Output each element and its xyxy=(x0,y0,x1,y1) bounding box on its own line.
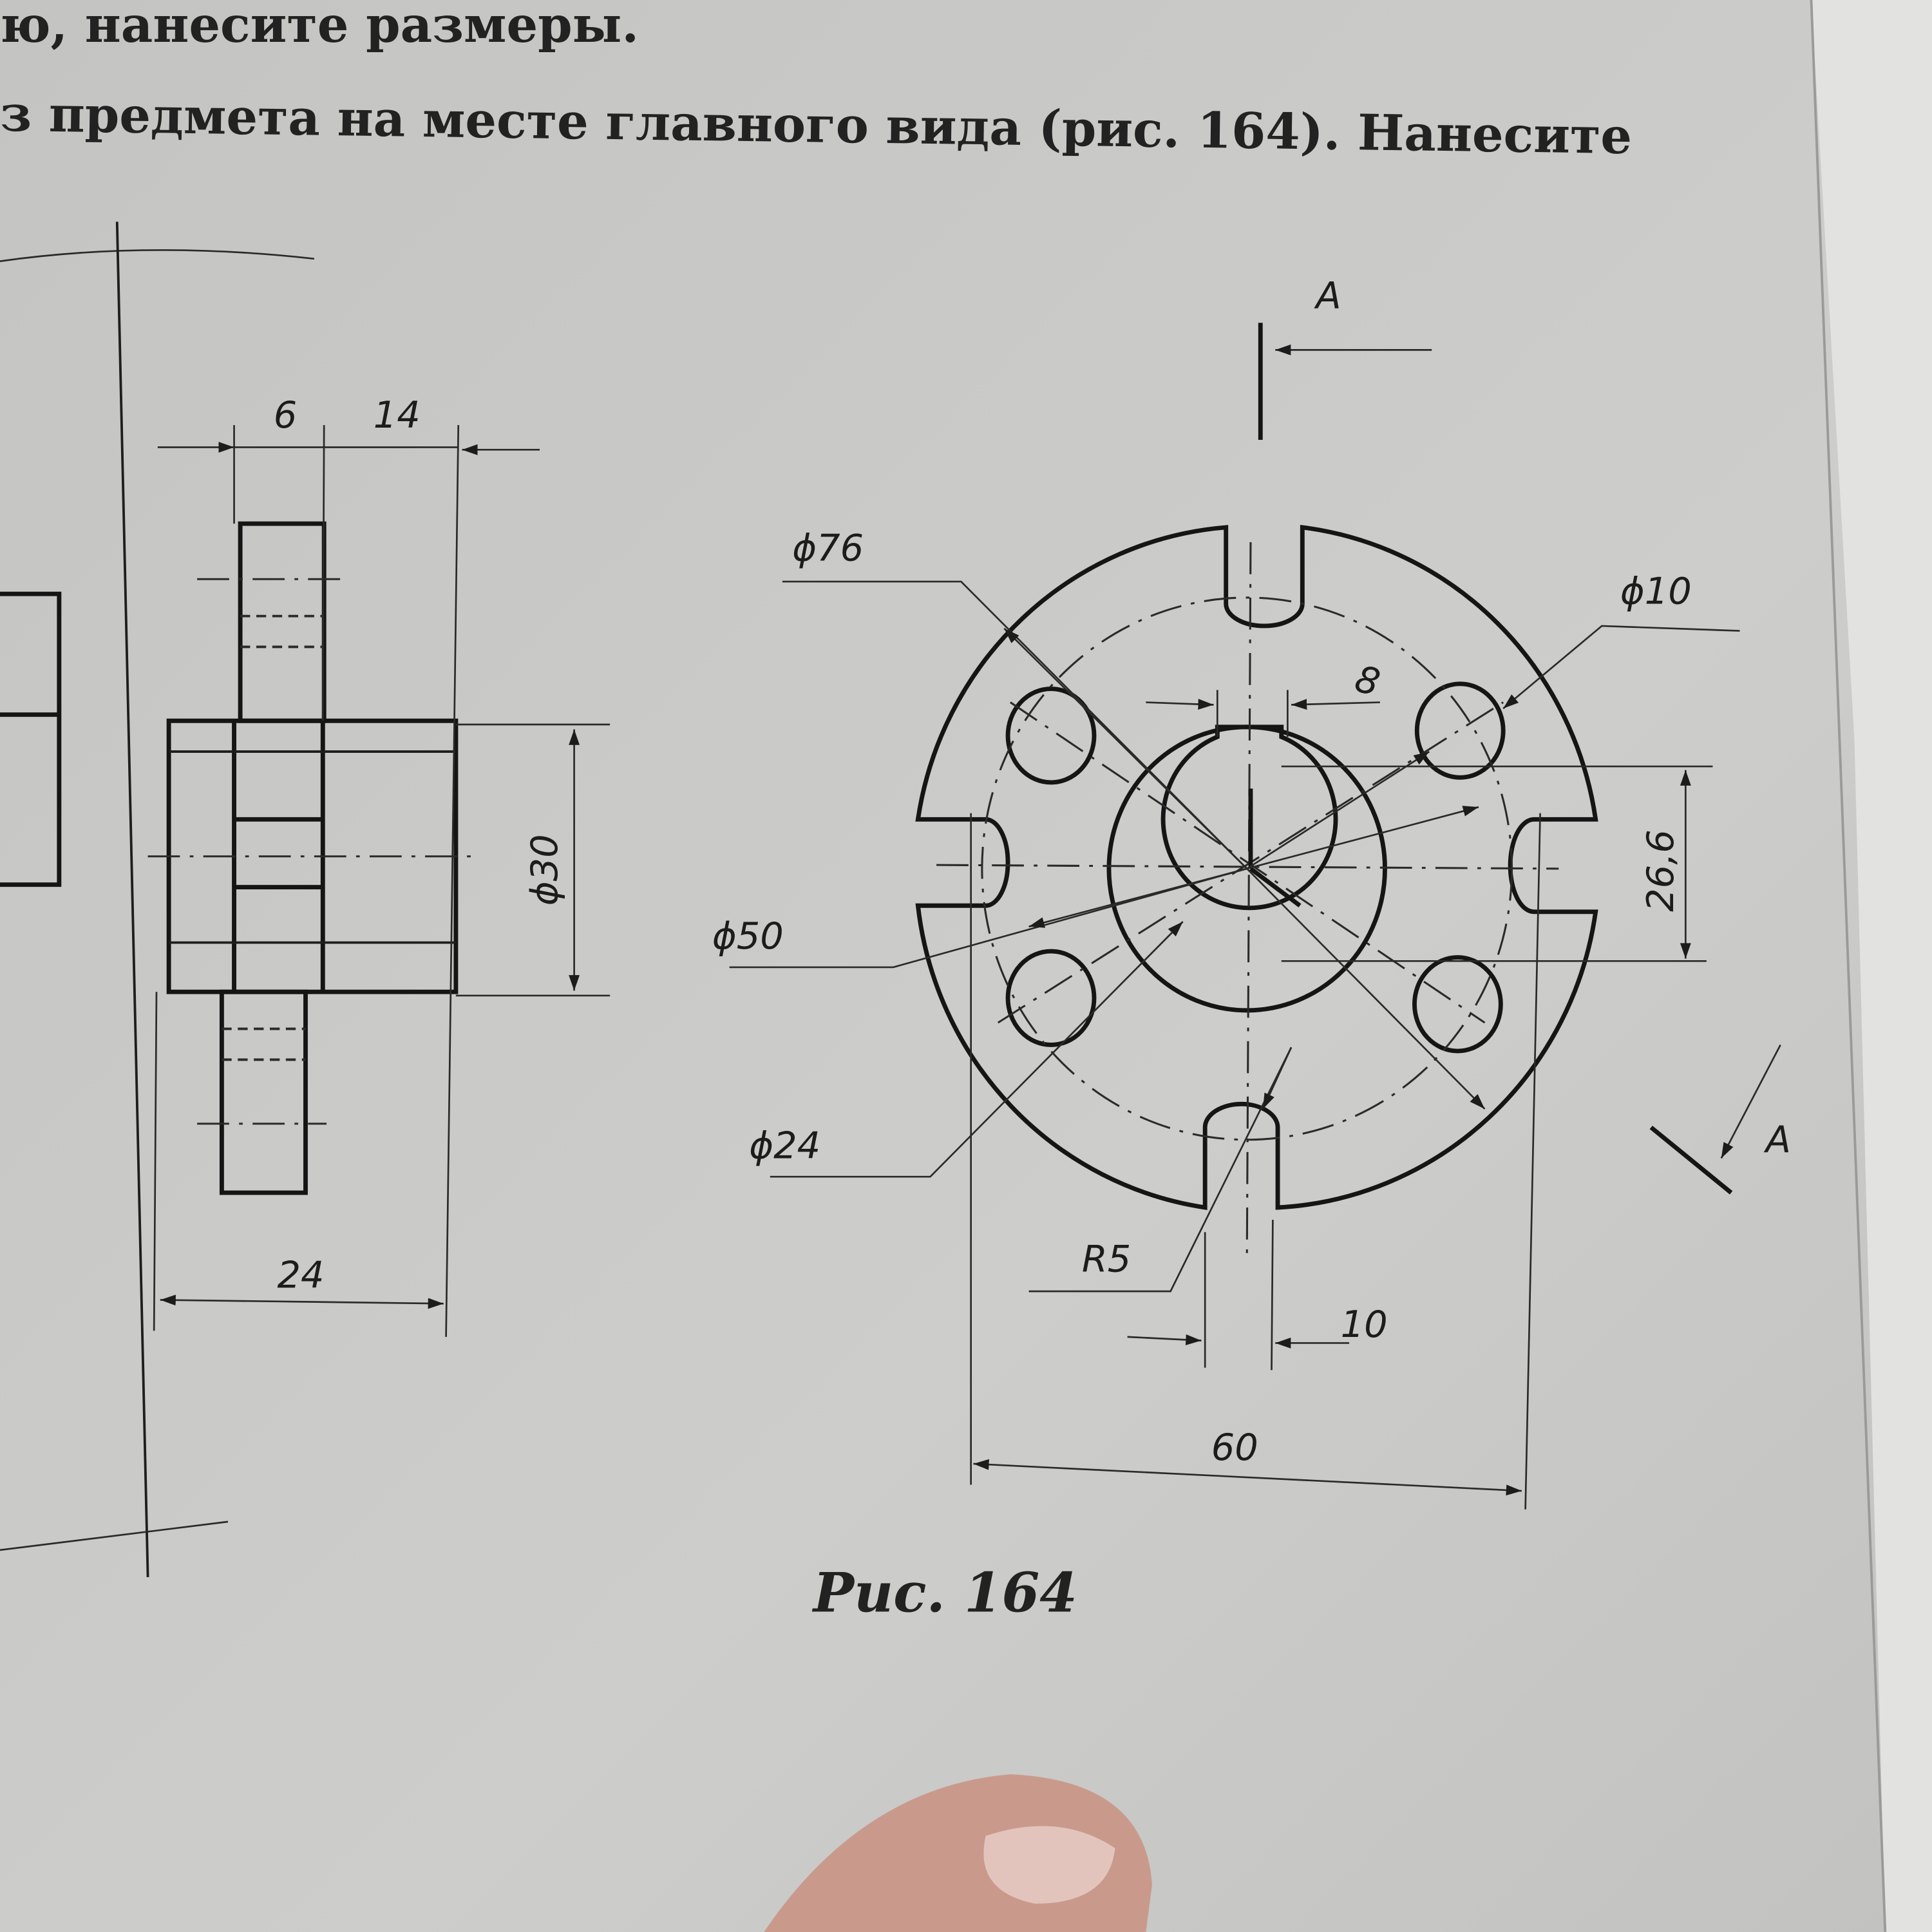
front-view xyxy=(729,323,1781,1510)
finger xyxy=(764,1774,1152,1932)
dim-6: 6 xyxy=(274,393,298,437)
section-label-a-top: A xyxy=(1313,274,1341,317)
pencil-line xyxy=(0,249,315,262)
bolt-hole xyxy=(1412,955,1503,1054)
flange-outline xyxy=(915,524,1598,1211)
bolt-hole xyxy=(1005,687,1097,785)
dim-diameter-24: ϕ24 xyxy=(749,1124,820,1167)
bolt-hole xyxy=(1414,681,1506,780)
next-page-edge xyxy=(1811,0,1932,1932)
dim-diameter-30: ϕ30 xyxy=(523,834,566,905)
side-view xyxy=(147,425,611,1337)
dim-60: 60 xyxy=(1211,1426,1258,1469)
dim-diameter-50: ϕ50 xyxy=(712,914,784,958)
dim-14: 14 xyxy=(374,393,421,437)
figure-caption: Рис. 164 xyxy=(812,1561,1077,1625)
body-text-line-1: ю, нанесите размеры. xyxy=(0,0,639,54)
pencil-margin-line xyxy=(115,222,149,1578)
dim-10: 10 xyxy=(1341,1303,1388,1346)
dim-diameter-10: ϕ10 xyxy=(1620,569,1692,612)
dim-diameter-76: ϕ76 xyxy=(792,527,864,570)
bore-with-keyway xyxy=(1160,724,1338,911)
section-label-a-right: A xyxy=(1763,1118,1791,1161)
dim-26-6: 26,6 xyxy=(1639,829,1682,912)
dim-24: 24 xyxy=(277,1253,324,1296)
bolt-hole xyxy=(1005,949,1097,1047)
dim-r5: R5 xyxy=(1082,1237,1131,1280)
partial-view-left xyxy=(0,591,62,887)
